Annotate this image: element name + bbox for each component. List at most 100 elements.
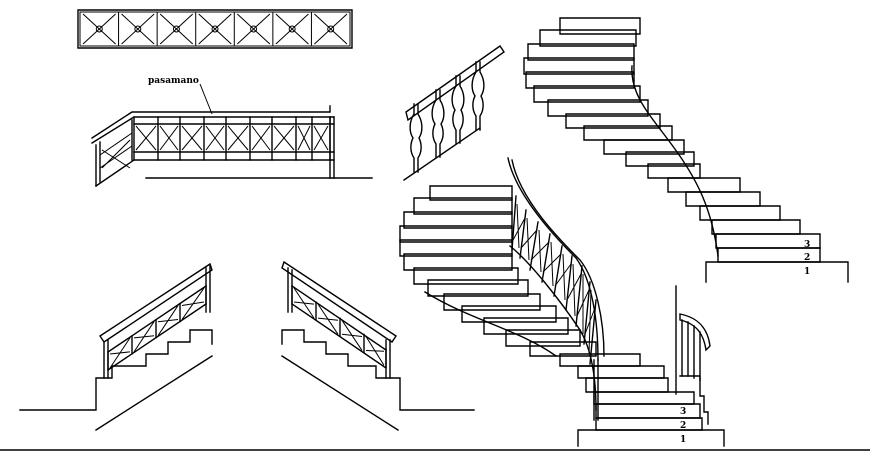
center-cross bbox=[531, 230, 549, 272]
panel-rosette bbox=[289, 26, 295, 32]
center-baluster bbox=[554, 246, 562, 296]
sloped-cross bbox=[294, 288, 314, 318]
sloped-cross bbox=[318, 304, 338, 334]
sloped-cross bbox=[110, 338, 130, 368]
sloped-cross bbox=[134, 322, 154, 352]
turned-baluster bbox=[472, 62, 484, 130]
panel-rosette bbox=[212, 26, 218, 32]
handrail-top bbox=[92, 106, 330, 138]
stair-step bbox=[528, 44, 634, 60]
bm-stair-profile bbox=[282, 330, 474, 410]
stair-right-elevation: 3 2 1 bbox=[524, 18, 848, 282]
stair-step bbox=[428, 280, 528, 296]
sloped-cross bbox=[158, 306, 178, 336]
panel-rosette bbox=[173, 26, 179, 32]
flat-cross bbox=[206, 126, 224, 150]
stair-step bbox=[712, 220, 800, 234]
stair-center-number-3: 3 bbox=[680, 407, 686, 417]
panel-cross bbox=[160, 14, 193, 44]
panel-cross bbox=[314, 14, 347, 44]
stair-step bbox=[686, 192, 760, 206]
panel-cross bbox=[237, 14, 270, 44]
left-stringer bbox=[96, 160, 134, 186]
center-cross bbox=[513, 204, 525, 248]
turned-baluster bbox=[432, 90, 444, 157]
panel-cross bbox=[122, 14, 155, 44]
stair-step bbox=[668, 178, 740, 192]
flat-railing-bays bbox=[134, 117, 330, 160]
stair-side-section bbox=[680, 314, 710, 424]
center-baluster bbox=[512, 196, 516, 250]
stair-right-base bbox=[706, 262, 848, 282]
stair-step bbox=[540, 30, 636, 46]
stair-step bbox=[506, 330, 580, 346]
center-cross bbox=[577, 274, 589, 334]
stair-center-number-1: 1 bbox=[680, 435, 686, 445]
stair-right-curve bbox=[632, 66, 718, 256]
center-baluster bbox=[584, 282, 590, 344]
stair-bottom-middle bbox=[282, 262, 474, 430]
flat-cross bbox=[252, 126, 270, 150]
stair-step bbox=[400, 226, 512, 242]
stair-step bbox=[526, 72, 634, 88]
panel-cross bbox=[199, 14, 232, 44]
center-cross bbox=[521, 218, 537, 260]
stair-center-underside bbox=[425, 292, 556, 356]
top-railing-panel bbox=[78, 10, 352, 48]
flat-cross bbox=[274, 126, 294, 150]
bl-stringer bbox=[96, 356, 212, 430]
center-cross bbox=[567, 264, 581, 316]
stair-step bbox=[548, 100, 648, 116]
center-baluster bbox=[530, 222, 538, 270]
railing-elevation-pasamano: pasamano bbox=[92, 76, 372, 186]
stair-right-steps bbox=[524, 18, 820, 262]
baluster-handrail bbox=[406, 46, 504, 120]
center-baluster bbox=[576, 266, 582, 326]
stair-right-number-2: 2 bbox=[804, 253, 810, 263]
stair-step bbox=[430, 186, 512, 200]
stair-step bbox=[414, 268, 518, 284]
stair-step bbox=[524, 58, 634, 74]
stair-center-base bbox=[578, 430, 724, 446]
stair-step bbox=[534, 86, 640, 102]
panel-cross-pattern bbox=[83, 12, 347, 46]
stair-step bbox=[604, 140, 684, 154]
panel-cross bbox=[276, 14, 309, 44]
flat-cross bbox=[136, 126, 156, 150]
flat-cross bbox=[228, 126, 248, 150]
handrail-bottom bbox=[92, 117, 334, 143]
panel-rosette bbox=[328, 26, 334, 32]
center-cross bbox=[555, 254, 571, 300]
center-railing-top bbox=[512, 160, 604, 356]
side-handrail bbox=[680, 314, 710, 350]
center-cross bbox=[585, 290, 595, 354]
panel-rosette bbox=[251, 26, 257, 32]
center-baluster bbox=[566, 256, 572, 310]
stair-step bbox=[462, 306, 556, 322]
panel-rosette bbox=[96, 26, 102, 32]
bm-handrail bbox=[282, 262, 396, 342]
panel-cross bbox=[83, 14, 116, 44]
stair-step bbox=[560, 18, 640, 34]
pasamano-label: pasamano bbox=[148, 76, 199, 86]
stair-bottom-left bbox=[20, 264, 212, 430]
center-baluster bbox=[590, 300, 596, 364]
stair-step bbox=[530, 342, 596, 356]
bm-railing-bays bbox=[292, 286, 386, 367]
stair-step bbox=[404, 212, 512, 228]
sloped-cross bbox=[342, 320, 362, 350]
stair-step bbox=[566, 114, 660, 128]
stair-step bbox=[626, 152, 694, 166]
stair-right-number-3: 3 bbox=[804, 240, 810, 250]
sloped-cross bbox=[366, 336, 384, 365]
panel-rosette bbox=[135, 26, 141, 32]
end-post bbox=[330, 117, 334, 178]
stair-step bbox=[700, 206, 780, 220]
bl-stair-profile bbox=[20, 330, 212, 410]
stair-step bbox=[414, 198, 512, 214]
center-baluster bbox=[520, 210, 526, 258]
stair-center-with-railing: 3 2 1 bbox=[400, 158, 724, 446]
center-cross bbox=[543, 242, 561, 286]
turned-baluster bbox=[452, 76, 464, 143]
